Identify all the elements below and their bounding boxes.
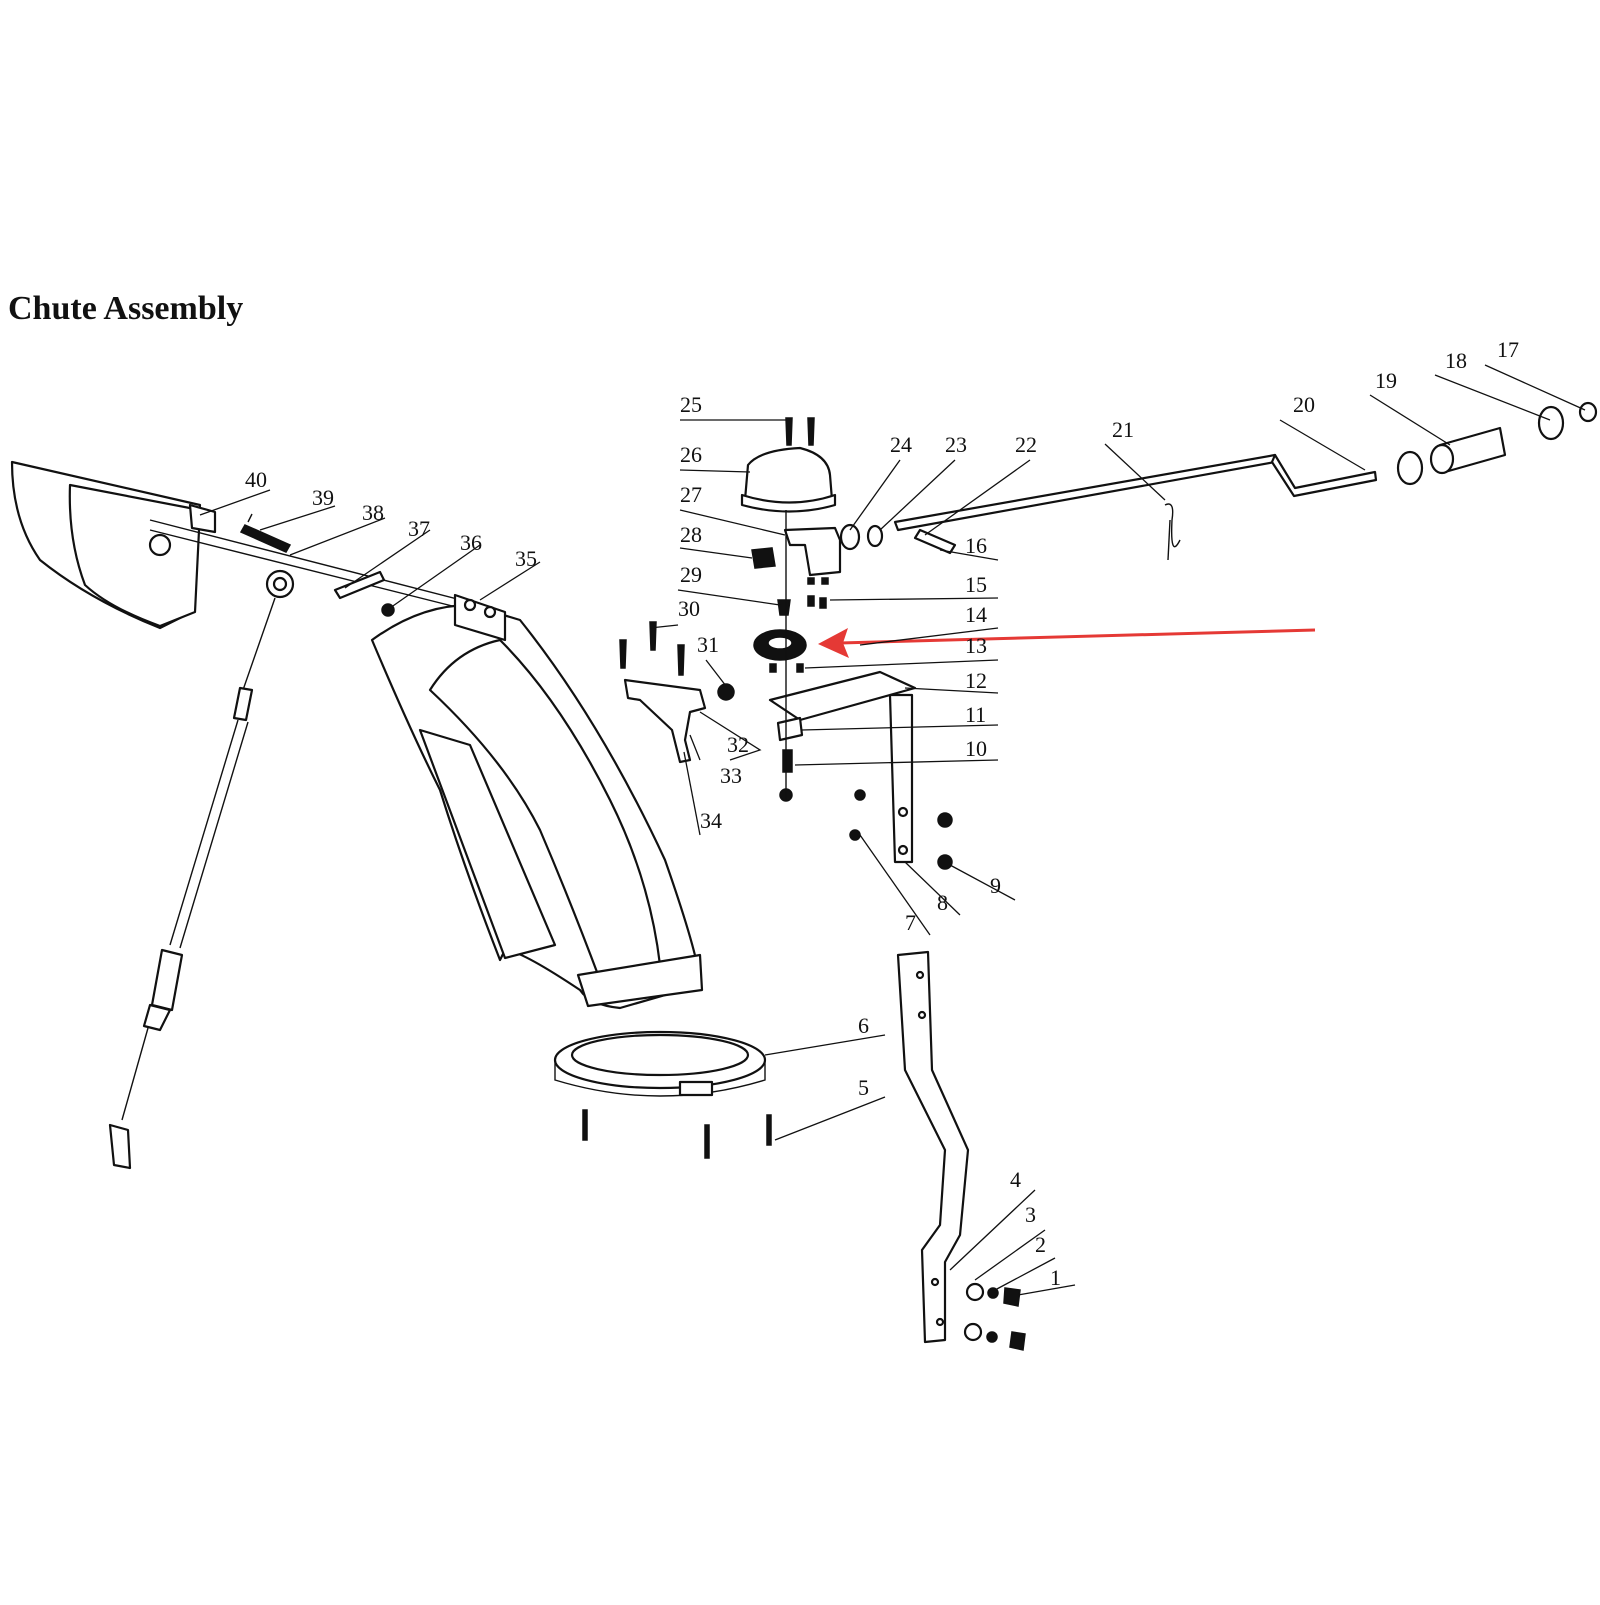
parts-13-15-small xyxy=(769,577,829,673)
part-26-housing xyxy=(740,446,837,513)
part-29-bolt xyxy=(777,599,791,616)
part-37-linkage xyxy=(333,570,386,600)
callout-28: 28 xyxy=(680,522,702,547)
callout-4: 4 xyxy=(1010,1167,1021,1192)
callout-18: 18 xyxy=(1445,348,1467,373)
part-27-bracket xyxy=(783,526,842,577)
part-35-chute xyxy=(370,593,704,1010)
parts-1-3-fasteners xyxy=(963,1282,1026,1351)
callout-34: 34 xyxy=(700,808,722,833)
part-24-washer xyxy=(839,523,861,551)
callout-9: 9 xyxy=(990,873,1001,898)
callout-32: 32 xyxy=(727,732,749,757)
callout-13: 13 xyxy=(965,633,987,658)
callout-21: 21 xyxy=(1112,417,1134,442)
callout-30: 30 xyxy=(678,596,700,621)
part-16-pin xyxy=(913,528,957,555)
callout-3: 3 xyxy=(1025,1202,1036,1227)
part-40-deflector xyxy=(10,460,217,630)
part-5-screws xyxy=(582,1109,772,1159)
part-10-spring xyxy=(782,749,793,773)
callout-24: 24 xyxy=(890,432,912,457)
callout-12: 12 xyxy=(965,668,987,693)
callout-33: 33 xyxy=(720,763,742,788)
part-30-bracket xyxy=(619,621,735,764)
part-8-bracket xyxy=(888,693,914,864)
callout-27: 27 xyxy=(680,482,702,507)
callout-11: 11 xyxy=(965,702,986,727)
callout-2: 2 xyxy=(1035,1232,1046,1257)
callout-25: 25 xyxy=(680,392,702,417)
callout-26: 26 xyxy=(680,442,702,467)
control-cable xyxy=(108,597,276,1170)
callout-36: 36 xyxy=(460,530,482,555)
part-6-ring xyxy=(553,1030,767,1097)
part-25-screws xyxy=(785,417,815,446)
highlight-arrow xyxy=(818,628,1316,658)
callout-23: 23 xyxy=(945,432,967,457)
callout-15: 15 xyxy=(965,572,987,597)
parts-17-19-handle xyxy=(1396,401,1598,486)
callout-6: 6 xyxy=(858,1013,869,1038)
callout-17: 17 xyxy=(1497,337,1519,362)
callout-35: 35 xyxy=(515,546,537,571)
part-28-knob xyxy=(751,547,776,569)
callout-10: 10 xyxy=(965,736,987,761)
diagram-title: Chute Assembly xyxy=(8,290,244,327)
callout-labels: 1 2 3 4 5 6 7 8 9 10 11 12 13 14 15 16 1… xyxy=(245,337,1519,1290)
callout-29: 29 xyxy=(680,562,702,587)
callout-22: 22 xyxy=(1015,432,1037,457)
callout-38: 38 xyxy=(362,500,384,525)
callout-39: 39 xyxy=(312,485,334,510)
part-21-clip xyxy=(1164,503,1181,548)
part-39-spring xyxy=(239,513,292,553)
part-11-spacer xyxy=(776,716,804,742)
part-20-crank-rod xyxy=(893,453,1378,532)
callout-19: 19 xyxy=(1375,368,1397,393)
callout-37: 37 xyxy=(408,516,430,541)
part-23-ring xyxy=(866,524,884,548)
callout-14: 14 xyxy=(965,602,987,627)
part-14-gear xyxy=(753,629,807,661)
callout-16: 16 xyxy=(965,533,987,558)
part-4-bracket xyxy=(896,950,970,1344)
callout-7: 7 xyxy=(905,910,916,935)
cable-rod xyxy=(149,519,501,619)
callout-5: 5 xyxy=(858,1075,869,1100)
callout-20: 20 xyxy=(1293,392,1315,417)
callout-40: 40 xyxy=(245,467,267,492)
leader-lines xyxy=(199,364,1586,1296)
callout-31: 31 xyxy=(697,632,719,657)
callout-1: 1 xyxy=(1050,1265,1061,1290)
callout-8: 8 xyxy=(937,890,948,915)
parts-7-9-hardware xyxy=(779,788,953,870)
